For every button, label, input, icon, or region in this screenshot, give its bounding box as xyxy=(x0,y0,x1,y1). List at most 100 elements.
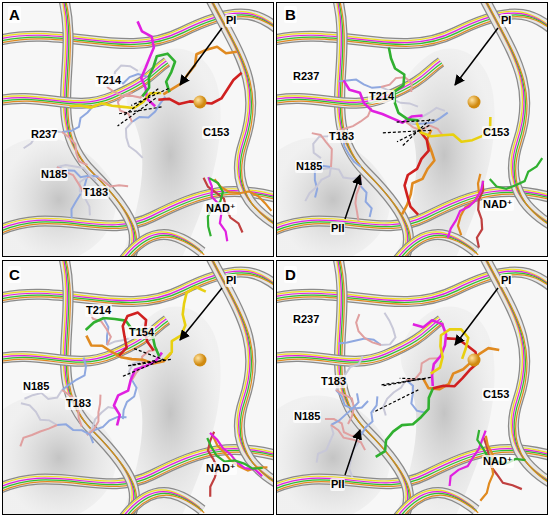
ribbon xyxy=(62,260,134,515)
ligand-pose xyxy=(164,287,206,360)
pocket-label: PI xyxy=(225,274,237,287)
ribbon-outline xyxy=(2,320,167,361)
ribbon-trace xyxy=(479,260,548,489)
ligand-pose xyxy=(70,93,162,108)
ribbon-trace xyxy=(2,317,165,358)
ribbon-trace xyxy=(2,189,274,232)
residue-label: N185 xyxy=(40,168,68,181)
ligand-pose xyxy=(142,54,175,97)
pocket-surface xyxy=(276,396,390,515)
residue-label: R237 xyxy=(292,70,320,83)
ribbon-trace xyxy=(276,61,440,102)
hbond-dash xyxy=(121,360,162,378)
residue-label: NAD⁺ xyxy=(205,462,237,475)
hbond-dash xyxy=(400,378,426,380)
pocket-surface xyxy=(2,138,116,257)
panel-letter: B xyxy=(284,6,297,23)
hbond-dash xyxy=(119,107,162,114)
ribbon-trace xyxy=(398,495,478,515)
panel-letter: D xyxy=(284,266,297,283)
leader-arrow xyxy=(455,28,498,85)
structure-panel xyxy=(0,247,294,517)
ligand-pose xyxy=(163,47,237,95)
cofactor-sticks xyxy=(450,431,486,486)
residue-sticks xyxy=(355,177,361,221)
ribbon-trace xyxy=(482,260,548,493)
ribbon-trace xyxy=(338,260,410,515)
residue-label: T214 xyxy=(368,90,395,103)
residue-sticks xyxy=(21,403,57,425)
residue-label: C153 xyxy=(482,126,510,139)
hbond-dash xyxy=(124,89,158,115)
ribbon-trace xyxy=(123,493,203,515)
ribbon-trace xyxy=(123,235,203,257)
hbond-dash xyxy=(131,88,168,105)
residue-label: T183 xyxy=(328,130,355,143)
cofactor-sticks xyxy=(490,158,542,189)
residue-sticks xyxy=(336,390,354,424)
metal-ion xyxy=(194,96,207,109)
residue-label: T183 xyxy=(320,375,347,388)
cofactor-sticks xyxy=(204,178,243,233)
residue-sticks xyxy=(126,122,143,158)
cofactor-sticks xyxy=(458,174,480,235)
leader-arrow xyxy=(345,430,360,475)
residue-label: C153 xyxy=(482,388,510,401)
residue-sticks xyxy=(57,424,93,443)
ribbon xyxy=(2,320,167,361)
residue-sticks xyxy=(20,425,57,446)
ligand-pose xyxy=(86,336,171,364)
residue-label: N185 xyxy=(22,380,50,393)
ribbon-outline xyxy=(62,260,134,515)
leader-arrow xyxy=(455,288,498,345)
panel-border xyxy=(3,261,274,515)
ribbon-trace xyxy=(397,235,477,257)
ribbon-outline xyxy=(207,2,274,234)
residue-label: C153 xyxy=(202,126,230,139)
residue-sticks xyxy=(336,108,371,132)
ribbon xyxy=(481,260,548,492)
hbond-dash xyxy=(403,119,431,146)
ribbon-trace xyxy=(2,319,166,360)
residue-sticks xyxy=(317,425,334,463)
leader-arrow xyxy=(345,175,360,219)
ribbon-trace xyxy=(63,2,135,257)
residue-sticks xyxy=(381,313,395,345)
residue-sticks xyxy=(331,393,359,425)
ribbon xyxy=(207,2,274,234)
ligand-pose xyxy=(376,388,434,457)
ribbon-trace xyxy=(63,260,135,515)
panel-border xyxy=(3,3,274,257)
ribbon-trace xyxy=(209,260,274,495)
residue-label: T214 xyxy=(95,74,122,87)
residue-label: NAD⁺ xyxy=(482,455,514,468)
pocket-surface xyxy=(276,138,390,257)
ribbon-outline xyxy=(336,260,408,515)
ribbon-trace xyxy=(276,321,442,362)
ligand-pose xyxy=(405,131,429,214)
cofactor-sticks xyxy=(448,181,483,238)
leader-arrows xyxy=(180,28,498,475)
residue-sticks xyxy=(331,425,365,450)
residue-label: T183 xyxy=(82,186,109,199)
panel-border xyxy=(277,3,548,257)
panel-letter: C xyxy=(8,266,21,283)
ribbon-trace xyxy=(397,493,477,515)
residue-sticks xyxy=(406,380,426,413)
metal-ion xyxy=(468,354,481,367)
hbond-dash xyxy=(397,120,435,122)
ribbon-trace xyxy=(398,237,478,257)
ribbon-outline xyxy=(62,2,134,257)
residue-label: NAD⁺ xyxy=(482,198,514,211)
residue-sticks xyxy=(62,106,93,132)
residue-label: NAD⁺ xyxy=(205,202,237,215)
ribbon-trace xyxy=(276,63,442,104)
residue-label: T183 xyxy=(65,397,92,410)
residue-label: N185 xyxy=(295,160,323,173)
residue-sticks xyxy=(356,314,381,345)
ribbon-trace xyxy=(61,2,133,257)
metal-ion xyxy=(468,96,481,109)
hbond-dash xyxy=(381,130,430,133)
